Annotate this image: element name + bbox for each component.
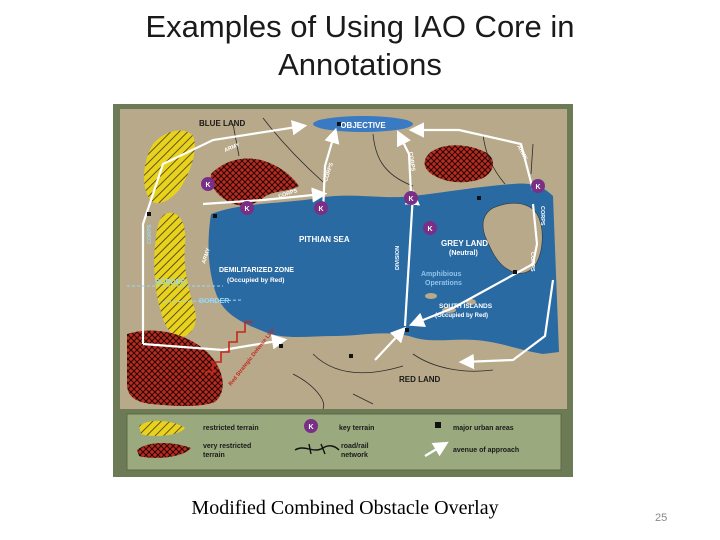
legend-road-rail-icon [294, 443, 340, 455]
amphibious-label-2: Operations [425, 280, 462, 287]
page-number: 25 [655, 512, 668, 524]
unit-label-division: DIVISION [395, 246, 401, 270]
urban-area [147, 212, 151, 216]
red-land-label: RED LAND [399, 375, 441, 384]
unit-label-army: ARMY [201, 247, 212, 265]
urban-area [405, 328, 409, 332]
legend-restricted-label: restricted terrain [203, 425, 259, 432]
unit-label-corps: CORPS [539, 206, 545, 226]
unit-label-corps: CORPS [147, 224, 153, 244]
avenue-arrow [321, 127, 340, 213]
blue-land-label: BLUE LAND [199, 119, 245, 128]
urban-area [477, 196, 481, 200]
red-strategic-defense-line [205, 321, 253, 373]
avenue-arrow [374, 326, 407, 361]
slide-title: Examples of Using IAO Core in Annotation… [0, 8, 720, 84]
south-islands-sublabel: (Occupied by Red) [435, 313, 488, 319]
key-terrain-icon [404, 191, 418, 205]
unit-label-corps: CORPS [323, 162, 335, 183]
very-restricted-terrain [424, 145, 494, 183]
legend-road-rail-label-2: network [341, 452, 368, 459]
key-terrain-icon [240, 201, 254, 215]
avenue-arrow [403, 189, 421, 327]
urban-area [279, 344, 283, 348]
slide-caption: Modified Combined Obstacle Overlay [191, 497, 499, 519]
avenue-arrow [408, 203, 539, 328]
legend-key-terrain-label: key terrain [339, 425, 374, 432]
restricted-terrain [154, 212, 196, 337]
pithian-sea-label: PITHIAN SEA [299, 235, 350, 244]
legend-urban-icon [435, 422, 441, 428]
legend-avenue-label: avenue of approach [453, 447, 519, 454]
legend: restricted terrain very restricted terra… [137, 419, 519, 459]
key-terrain-icon [314, 201, 328, 215]
pithian-sea [208, 183, 559, 354]
key-terrain-markers: K K K K K K [201, 177, 545, 235]
border-label-2: BORDER [199, 298, 229, 305]
legend-panel [126, 413, 562, 471]
south-island [425, 293, 437, 299]
obstacle-overlay-map: OBJECTIVE K K [113, 104, 573, 477]
very-restricted-terrain [210, 158, 299, 206]
legend-very-restricted-label-2: terrain [203, 452, 225, 459]
border-label-1: BORDER [155, 279, 185, 286]
unit-label-corps: CORPS [278, 188, 299, 200]
key-terrain-icon [531, 179, 545, 193]
legend-avenue-icon [424, 441, 449, 457]
road-network [232, 117, 534, 410]
urban-areas [147, 122, 517, 358]
objective-label: OBJECTIVE [340, 121, 386, 130]
avenue-arrow [142, 334, 288, 352]
key-terrain-letter: K [244, 206, 249, 213]
unit-label-corps: CORPS [407, 151, 416, 172]
key-terrain-letter: K [535, 184, 540, 191]
legend-key-terrain-letter: K [308, 424, 313, 431]
key-terrain-letter: K [408, 196, 413, 203]
legend-road-rail-label-1: road/rail [341, 443, 369, 450]
legend-urban-label: major urban areas [453, 425, 514, 432]
grey-land-label: GREY LAND [441, 239, 488, 248]
legend-restricted-swatch [139, 420, 185, 436]
legend-very-restricted-label-1: very restricted [203, 443, 251, 450]
border-line [162, 299, 244, 303]
urban-area [213, 214, 217, 218]
amphibious-label-1: Amphibious [421, 271, 462, 278]
key-terrain-letter: K [205, 182, 210, 189]
urban-area [349, 354, 353, 358]
urban-area [513, 270, 517, 274]
south-islands-label: SOUTH ISLANDS [439, 303, 493, 310]
avenue-arrow [141, 120, 308, 344]
title-line-2: Annotations [278, 47, 442, 82]
avenue-arrow [458, 279, 555, 370]
dmz-sublabel: (Occupied by Red) [227, 277, 284, 284]
urban-area [337, 122, 341, 126]
key-terrain-icon [423, 221, 437, 235]
grey-land-sublabel: (Neutral) [449, 250, 478, 257]
avenue-arrow [202, 187, 328, 206]
avenue-arrow [408, 122, 535, 191]
title-line-1: Examples of Using IAO Core in [145, 9, 575, 44]
key-terrain-letter: K [318, 206, 323, 213]
very-restricted-terrain [127, 330, 223, 406]
unit-label-corps: CORPS [529, 252, 535, 272]
dmz-label: DEMILITARIZED ZONE [219, 267, 294, 274]
key-terrain-icon [201, 177, 215, 191]
unit-label-army: ARMY [224, 142, 242, 154]
legend-key-terrain-icon [304, 419, 318, 433]
avenue-arrow [397, 130, 413, 195]
key-terrain-letter: K [427, 226, 432, 233]
avenues-of-approach [141, 120, 555, 370]
legend-very-restricted-swatch [137, 443, 191, 458]
